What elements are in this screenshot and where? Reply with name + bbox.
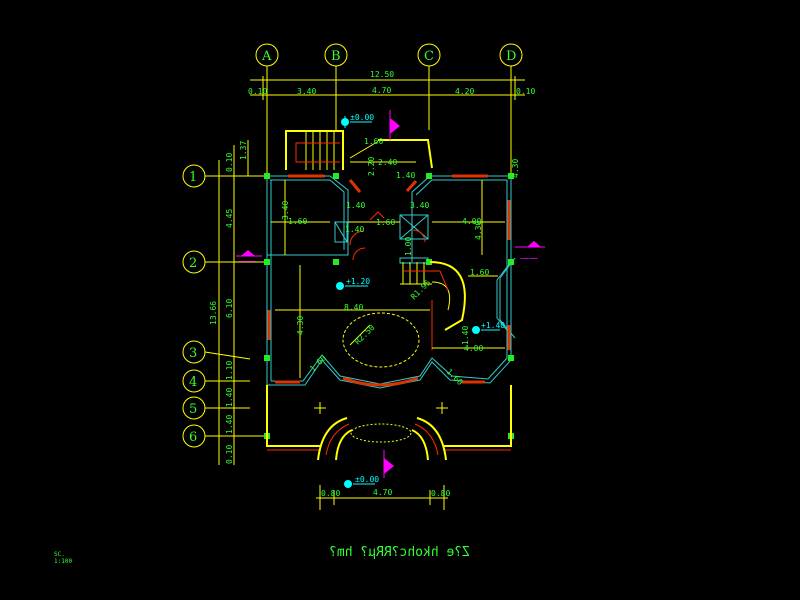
dim: 1.60 <box>376 218 395 227</box>
dim-seg: 0.10 <box>225 445 234 464</box>
hall-ellipse <box>342 312 420 368</box>
elevation-label: +1.20 <box>346 277 370 286</box>
axis-2-label: 2 <box>189 256 197 271</box>
dim: 3.40 <box>281 201 290 220</box>
dim-seg: 3.40 <box>297 87 316 96</box>
dim: 1.60 <box>288 217 307 226</box>
dim-seg: 0.80 <box>321 489 340 498</box>
dim: 1.60 <box>364 137 383 146</box>
section-label: 一一 <box>238 258 256 268</box>
dim: 1.40 <box>396 171 415 180</box>
dim: 4.30 <box>511 159 520 178</box>
dim-seg: 0.10 <box>516 87 535 96</box>
elevation-label: +1.40 <box>481 321 505 330</box>
dim: 4.00 <box>462 217 481 226</box>
scale-label: SC. <box>54 551 65 558</box>
dim-seg: 1.40 <box>225 388 234 407</box>
dim-seg: 1.10 <box>225 361 234 380</box>
dim-seg: 4.70 <box>373 488 392 497</box>
dim: R1.95 <box>409 278 433 302</box>
dim-seg: 4.20 <box>455 87 474 96</box>
axis-a-label: A <box>261 49 272 64</box>
dim: R2.50 <box>353 323 377 347</box>
bottom-dimensions: 0.80 4.70 0.80 <box>321 488 450 498</box>
axis-3-label: 3 <box>189 346 197 361</box>
elevation-markers: ±0.00 +1.20 +1.40 ±0.00 <box>336 113 505 488</box>
dim: 2.40 <box>378 158 397 167</box>
dim: 8.40 <box>344 303 363 312</box>
dim: 1.40 <box>461 326 470 345</box>
doors <box>349 211 426 261</box>
walls <box>266 175 516 389</box>
dim: 1.40 <box>345 225 364 234</box>
dim-seg: 4.70 <box>372 86 391 95</box>
dim: 4.00 <box>464 344 483 353</box>
dim-seg: 6.10 <box>225 299 234 318</box>
columns <box>264 173 514 439</box>
dim: 3.40 <box>410 201 429 210</box>
dim: 4.30 <box>474 221 483 240</box>
drawing-title: Z?e hkohc?RRµ? hm? <box>329 545 470 560</box>
dim: 4.30 <box>296 316 305 335</box>
dim-seg: 0.10 <box>225 153 234 172</box>
dim-total-width: 12.50 <box>370 70 394 79</box>
axis-6-label: 6 <box>189 430 197 445</box>
axis-c-label: C <box>424 49 434 64</box>
axis-4-label: 4 <box>189 375 197 390</box>
windows <box>267 174 511 387</box>
row-axes: 1 2 3 4 5 6 <box>182 140 267 465</box>
axis-d-label: D <box>506 49 516 64</box>
dim-total-height: 13.66 <box>209 301 218 325</box>
scale-value: 1:100 <box>54 558 72 565</box>
spiral-stair <box>400 261 466 350</box>
axis-1-label: 1 <box>189 170 197 185</box>
dim-extra: 1.37 <box>239 141 248 160</box>
column-axes: A B C D <box>250 43 525 176</box>
dim: 2.20 <box>367 157 376 176</box>
dim-seg: 0.10 <box>248 87 267 96</box>
axis-5-label: 5 <box>189 402 197 417</box>
dim-seg: 1.40 <box>225 415 234 434</box>
dim: 1.60 <box>470 268 489 277</box>
section-label: 一一 <box>520 255 538 265</box>
axis-b-label: B <box>331 49 341 64</box>
dim: 1.00 <box>404 237 413 256</box>
top-dimensions: 12.50 0.10 3.40 4.70 4.20 0.10 <box>248 70 535 96</box>
dim-seg: 0.80 <box>431 489 450 498</box>
dim-seg: 4.45 <box>225 209 234 228</box>
dim: 1.40 <box>346 201 365 210</box>
entry-stair <box>285 130 433 170</box>
left-dimensions: 13.66 0.10 4.45 6.10 1.10 1.40 1.40 0.10… <box>209 141 248 464</box>
balcony <box>266 385 512 510</box>
elevation-label: ±0.00 <box>350 113 374 122</box>
elevation-label: ±0.00 <box>355 475 379 484</box>
section-marks: 一一 一一 <box>236 110 545 478</box>
